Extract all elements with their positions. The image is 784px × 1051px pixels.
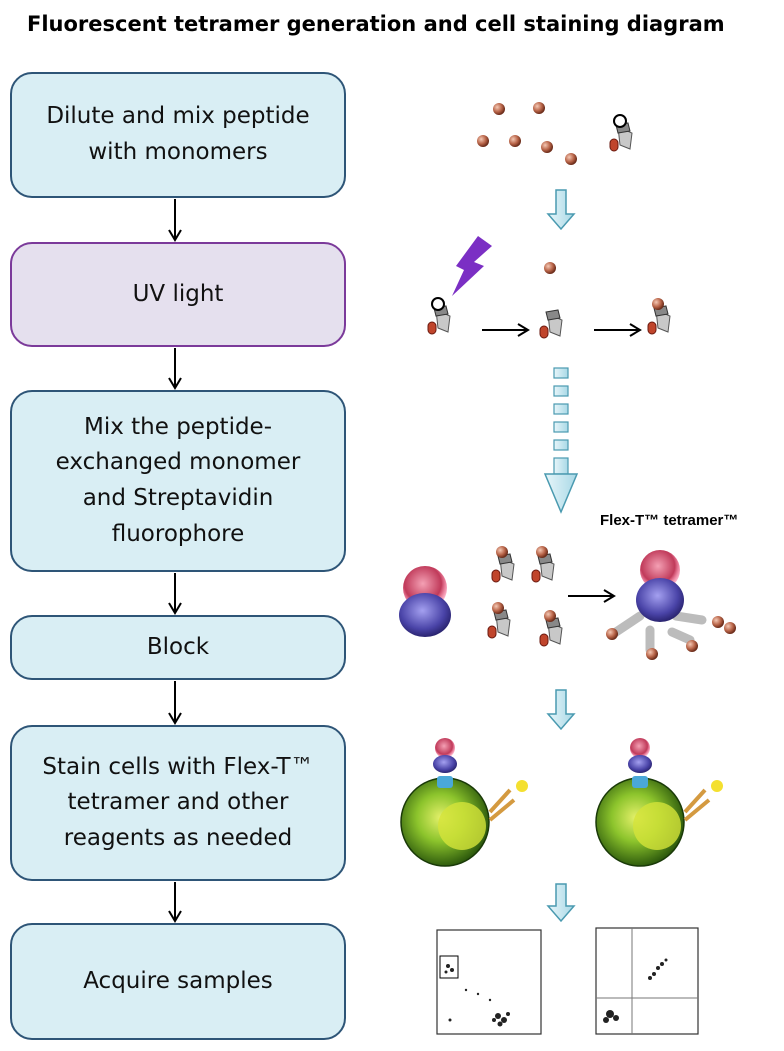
monomer-with-uv-peptide xyxy=(609,114,633,152)
peptide-bead xyxy=(541,141,553,153)
step-label: Mix the peptide-exchanged monomer and St… xyxy=(55,413,301,547)
peptide-bead xyxy=(565,153,577,165)
monomer-with-uv-peptide xyxy=(427,297,451,335)
exchanged-monomer xyxy=(539,610,563,647)
diagram-title: Fluorescent tetramer generation and cell… xyxy=(27,12,725,36)
empty-monomer xyxy=(539,309,563,339)
step-label: Acquire samples xyxy=(83,967,273,994)
flex-t-tetramer xyxy=(606,550,736,660)
exchanged-monomer xyxy=(531,546,555,583)
reaction-arrows xyxy=(482,323,642,337)
peptide-bead xyxy=(533,102,545,114)
streptavidin-fluorophore xyxy=(399,566,451,637)
reaction-arrow xyxy=(517,323,530,337)
flow-cytometry-plot-right xyxy=(595,927,699,1035)
peptide-bead xyxy=(493,103,505,115)
peptide-bead xyxy=(509,135,521,147)
step-label: Block xyxy=(146,633,210,660)
step-mix-streptavidin: Mix the peptide-exchanged monomer and St… xyxy=(10,390,346,572)
step-uv-light: UV light xyxy=(10,242,346,347)
connector-arrow xyxy=(168,712,182,725)
step-stain-cells: Stain cells with Flex-T™ tetramer and ot… xyxy=(10,725,346,881)
down-arrow-dashed xyxy=(543,367,579,514)
exchanged-monomer xyxy=(647,298,671,335)
step-block: Block xyxy=(10,615,346,680)
down-arrow xyxy=(546,189,576,231)
step-dilute-mix: Dilute and mix peptide with monomers xyxy=(10,72,346,198)
stained-cell xyxy=(400,738,528,867)
flow-cytometry-plot-left xyxy=(436,929,542,1035)
step-label: Dilute and mix peptide with monomers xyxy=(46,103,310,165)
connector-arrow xyxy=(168,377,182,390)
connector-arrow xyxy=(168,910,182,923)
reaction-arrow xyxy=(568,589,616,603)
uv-lightning-bolt-icon xyxy=(452,236,492,296)
exchanged-monomer xyxy=(487,602,511,639)
step-label: Stain cells with Flex-T™ tetramer and ot… xyxy=(42,753,314,851)
down-arrow xyxy=(546,689,576,731)
stained-cell xyxy=(595,738,723,867)
connector-arrow xyxy=(168,229,182,242)
reaction-arrow xyxy=(629,323,642,337)
peptide-bead xyxy=(544,262,556,274)
connector-arrow xyxy=(168,602,182,615)
down-arrow xyxy=(546,883,576,923)
step-label: UV light xyxy=(132,280,224,307)
flex-t-tetramer-label: Flex-T™ tetramer™ xyxy=(600,512,739,529)
exchanged-monomer xyxy=(491,546,515,583)
step-acquire: Acquire samples xyxy=(10,923,346,1040)
peptide-bead xyxy=(477,135,489,147)
